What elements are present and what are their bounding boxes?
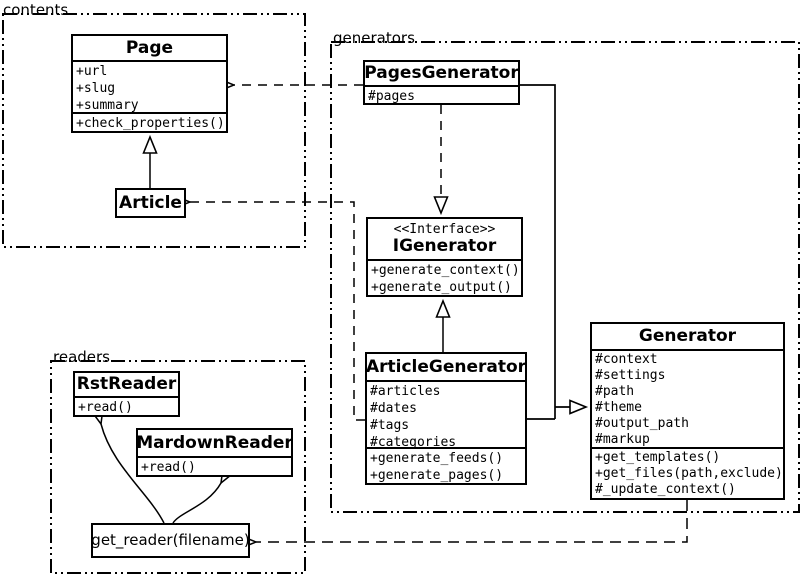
attribute: #pages [368, 89, 415, 104]
attribute: +url [76, 64, 108, 79]
package-readers-label: readers [53, 348, 110, 366]
attribute: +slug [76, 81, 116, 96]
call-getreader-to-rstreader [101, 424, 165, 524]
class-title-text: IGenerator [392, 236, 497, 257]
call-getreader-to-mardownreader [172, 483, 221, 524]
class-title-page: Page [73, 36, 226, 62]
attributes-pagesgenerator: #pages [365, 87, 518, 104]
dependency-articlegenerator-to-article [190, 202, 365, 421]
attribute: #settings [595, 368, 666, 383]
method: #_update_context() [595, 482, 736, 497]
class-box-generator: Generator #context #settings #path #them… [590, 322, 785, 500]
method: +generate_feeds() [370, 451, 504, 466]
class-title-rstreader: RstReader [75, 373, 178, 398]
method: +read() [78, 400, 133, 415]
methods-generator: +get_templates() +get_files(path,exclude… [592, 449, 783, 498]
attribute: #context [595, 352, 658, 367]
package-contents-label: contents [3, 1, 69, 19]
stereotype-interface: <<Interface>> [393, 222, 496, 238]
attribute: +summary [76, 98, 139, 113]
function-box-get-reader: get_reader(filename) [91, 523, 250, 558]
class-box-page: Page +url +slug +summary +check_properti… [71, 34, 228, 133]
class-box-mardownreader: MardownReader +read() [136, 428, 293, 477]
function-title-get-reader: get_reader(filename) [91, 531, 250, 550]
attributes-page: +url +slug +summary [73, 62, 226, 114]
method: +read() [141, 460, 196, 475]
inheritance-generators-to-generator-trunk [520, 84, 556, 420]
methods-page: +check_properties() [73, 114, 226, 131]
attribute: #tags [370, 418, 410, 433]
class-title-generator: Generator [592, 324, 783, 351]
package-generators-label: generators [333, 29, 415, 47]
attributes-generator: #context #settings #path #theme #output_… [592, 351, 783, 449]
method: +generate_pages() [370, 468, 504, 483]
attribute: #path [595, 384, 635, 399]
methods-igenerator: +generate_context() +generate_output() [368, 261, 521, 295]
attribute: #articles [370, 384, 441, 399]
class-box-rstreader: RstReader +read() [73, 371, 180, 417]
attribute: #markup [595, 432, 650, 447]
method: +check_properties() [76, 116, 225, 131]
class-box-articlegenerator: ArticleGenerator #articles #dates #tags … [365, 352, 527, 485]
class-box-igenerator: <<Interface>> IGenerator +generate_conte… [366, 217, 523, 297]
attribute: #dates [370, 401, 417, 416]
attribute: #categories [370, 435, 457, 450]
class-title-articlegenerator: ArticleGenerator [367, 354, 525, 382]
class-title-igenerator: <<Interface>> IGenerator [368, 219, 521, 261]
method: +get_templates() [595, 450, 721, 465]
methods-mardownreader: +read() [138, 458, 291, 475]
attributes-articlegenerator: #articles #dates #tags #categories [367, 382, 525, 450]
methods-rstreader: +read() [75, 398, 178, 415]
class-box-article: Article [115, 188, 186, 218]
attribute: #output_path [595, 416, 689, 431]
package-generators-border [330, 41, 800, 513]
class-box-pagesgenerator: PagesGenerator #pages [363, 60, 520, 105]
method: +generate_context() [371, 263, 520, 278]
dependency-generator-to-getreader [256, 500, 688, 542]
class-title-mardownreader: MardownReader [138, 430, 291, 458]
class-title-article: Article [119, 192, 182, 213]
method: +generate_output() [371, 280, 512, 295]
class-title-pagesgenerator: PagesGenerator [365, 62, 518, 87]
methods-articlegenerator: +generate_feeds() +generate_pages() [367, 449, 525, 483]
attribute: #theme [595, 400, 642, 415]
package-readers-border [50, 360, 306, 574]
package-contents-border [2, 13, 306, 248]
method: +get_files(path,exclude) [595, 466, 783, 481]
